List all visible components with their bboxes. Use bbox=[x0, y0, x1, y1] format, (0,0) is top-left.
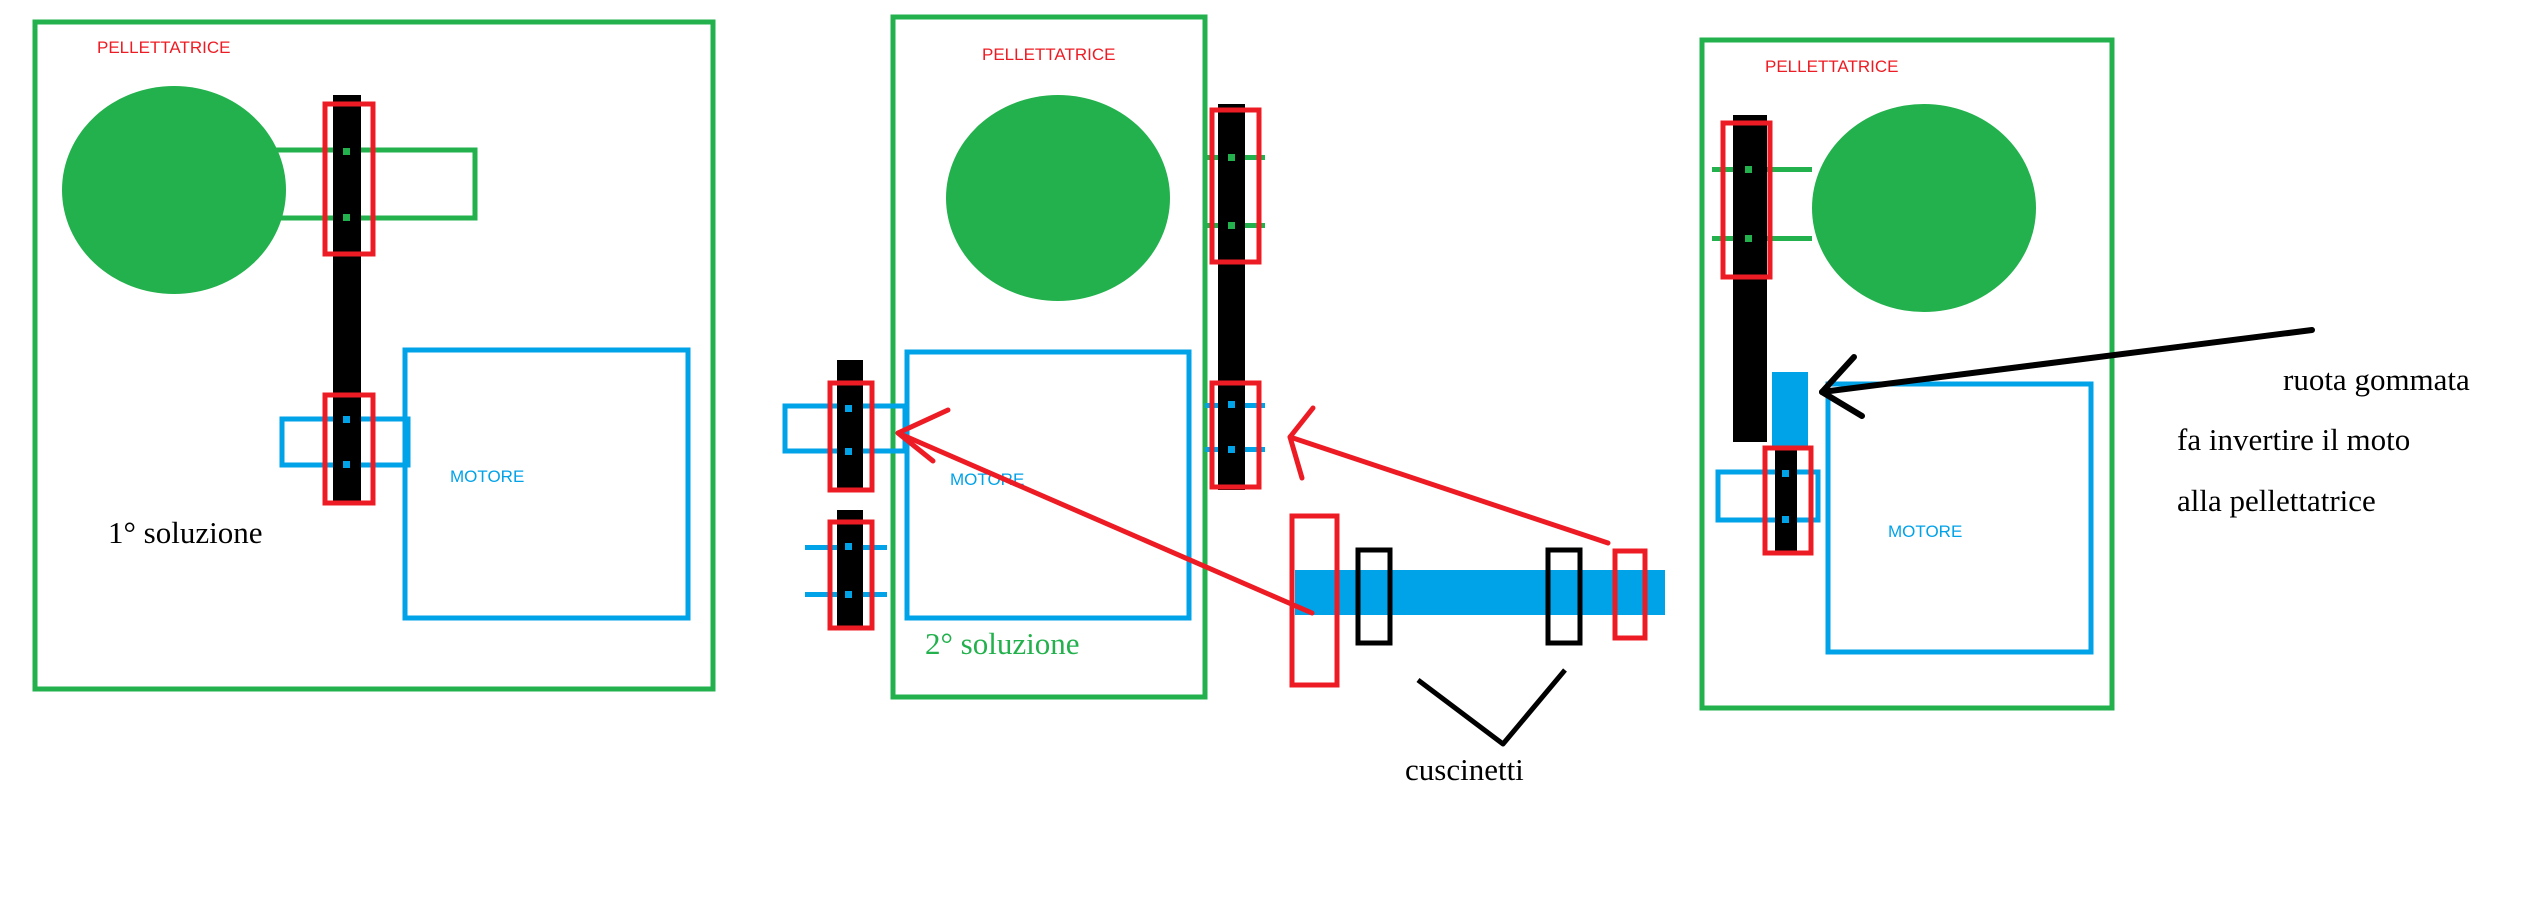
pellettatrice-frame bbox=[1699, 37, 2115, 711]
transfer-arrow bbox=[1287, 434, 1611, 546]
shaft-sprocket bbox=[1289, 513, 1340, 688]
pellettatrice-drum bbox=[946, 95, 1170, 301]
shaft-mark bbox=[845, 543, 852, 550]
bearings-label: cuscinetti bbox=[1405, 752, 1524, 787]
arrow-head bbox=[1287, 405, 1316, 481]
rubber-wheel-pointer bbox=[1819, 327, 2315, 395]
upper-sprocket bbox=[322, 101, 376, 257]
bearing-pointer bbox=[1416, 668, 1567, 747]
panel-1-solution: PELLETTATRICE MOTORE 1° soluzione bbox=[32, 19, 716, 692]
transfer-arrow bbox=[895, 430, 1315, 616]
motor-label: MOTORE bbox=[1888, 522, 1962, 541]
shaft-mark bbox=[1228, 222, 1235, 229]
motor-box bbox=[1825, 381, 2094, 655]
rubber-wheel-note-line-3: alla pellettatrice bbox=[2177, 483, 2376, 518]
shaft-mark bbox=[1782, 516, 1789, 523]
bearing bbox=[1545, 547, 1583, 646]
upper-sprocket bbox=[1209, 107, 1262, 265]
lower-sprocket bbox=[322, 392, 376, 506]
pellettatrice-label: PELLETTATRICE bbox=[97, 38, 231, 57]
pellettatrice-frame bbox=[890, 14, 1208, 700]
panel-2-solution: PELLETTATRICE MOTORE 2° soluzione bbox=[782, 14, 1665, 787]
shaft-sprocket bbox=[1612, 548, 1648, 641]
chain-belt bbox=[1218, 104, 1245, 490]
shaft-mark bbox=[1745, 166, 1752, 173]
idler-gear bbox=[827, 519, 875, 631]
shaft-mark bbox=[343, 461, 350, 468]
shaft-mark bbox=[1745, 235, 1752, 242]
panel-3-solution: PELLETTATRICE MOTORE ruota gommata fa in… bbox=[1699, 37, 2470, 711]
solution-caption: 1° soluzione bbox=[108, 515, 262, 550]
shaft-mark bbox=[845, 405, 852, 412]
intermediate-shaft bbox=[1295, 570, 1665, 615]
bearing bbox=[1355, 547, 1393, 646]
rubber-wheel-note-line-2: fa invertire il moto bbox=[2177, 422, 2410, 457]
shaft-mark bbox=[1228, 401, 1235, 408]
chain-segment bbox=[837, 510, 863, 630]
chain-segment bbox=[837, 360, 863, 490]
motor-label: MOTORE bbox=[450, 467, 524, 486]
solution-caption: 2° soluzione bbox=[925, 626, 1079, 661]
shaft-mark bbox=[845, 448, 852, 455]
pellettatrice-drum bbox=[1812, 104, 2036, 312]
reverse-gear bbox=[827, 380, 875, 493]
shaft-mark bbox=[343, 214, 350, 221]
pellettatrice-drum bbox=[62, 86, 286, 294]
rubber-wheel bbox=[1772, 372, 1808, 448]
chain-segment bbox=[1775, 448, 1797, 553]
shaft-mark bbox=[343, 148, 350, 155]
rubber-wheel-note-line-1: ruota gommata bbox=[2283, 362, 2470, 397]
lower-sprocket bbox=[1209, 380, 1262, 490]
shaft-mark bbox=[1228, 446, 1235, 453]
motor-box bbox=[904, 349, 1192, 621]
shaft-mark bbox=[1782, 470, 1789, 477]
upper-sprocket bbox=[1720, 120, 1773, 280]
pellettatrice-label: PELLETTATRICE bbox=[1765, 57, 1899, 76]
shaft-mark bbox=[1228, 154, 1235, 161]
chain-belt bbox=[333, 95, 361, 503]
arrow-head bbox=[895, 407, 951, 464]
motor-label: MOTORE bbox=[950, 470, 1024, 489]
motor-box bbox=[402, 347, 691, 621]
shaft-mark bbox=[343, 416, 350, 423]
pellettatrice-frame bbox=[32, 19, 716, 692]
shaft-mark bbox=[845, 591, 852, 598]
motor-sprocket bbox=[1762, 445, 1814, 556]
pellettatrice-label: PELLETTATRICE bbox=[982, 45, 1116, 64]
arrow-head bbox=[1819, 354, 1865, 419]
motor-shaft bbox=[1715, 469, 1821, 523]
